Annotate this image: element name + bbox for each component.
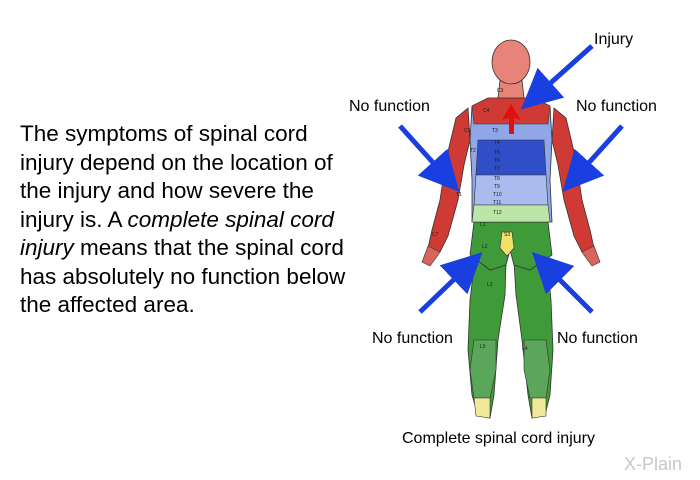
- arrow-upper-right: [562, 124, 624, 192]
- chest-band-dark: [475, 139, 547, 176]
- right-lower-leg: [523, 339, 551, 399]
- right-foot: [531, 397, 547, 419]
- dermatome-l5: L5: [480, 344, 486, 350]
- dermatome-t8: T8: [494, 176, 500, 182]
- xplain-watermark: X-Plain: [624, 454, 682, 474]
- right-hand: [581, 245, 601, 267]
- label-no-function-upper-left: No function: [349, 98, 430, 115]
- callout-labels: Injury No function No function No functi…: [349, 31, 657, 447]
- dermatome-c6: C6: [446, 182, 453, 188]
- dermatome-t6: T6: [494, 158, 500, 164]
- description-after: means that the spinal cord has absolutel…: [20, 235, 346, 317]
- arrow-lower-left: [418, 252, 483, 314]
- dermatome-t5: T5: [494, 150, 500, 156]
- dermatome-t3: T3: [492, 128, 498, 134]
- left-foot: [473, 397, 491, 419]
- dermatome-c3: C3: [497, 88, 504, 94]
- dermatome-c5: C5: [464, 128, 471, 134]
- dermatome-t10: T10: [493, 192, 502, 198]
- figure-caption: Complete spinal cord injury: [402, 430, 595, 447]
- lower-abdomen-band: [471, 204, 551, 223]
- dermatome-c4: C4: [483, 108, 490, 114]
- dermatome-t11: T11: [493, 200, 501, 206]
- label-no-function-upper-right: No function: [576, 98, 657, 115]
- description-before: The symptoms of spinal cord injury depen…: [20, 121, 333, 232]
- dermatome-t9: T9: [494, 184, 500, 190]
- dermatome-t1: T1: [456, 192, 462, 198]
- dermatome-t2: T2: [470, 148, 476, 154]
- label-no-function-lower-right: No function: [557, 330, 638, 347]
- arrow-upper-left: [398, 124, 460, 192]
- left-hand: [421, 245, 441, 267]
- arrow-lower-right: [531, 251, 594, 314]
- dermatome-l1: L1: [480, 222, 486, 228]
- dermatome-l2: L2: [482, 244, 488, 250]
- dermatome-t4: T4: [494, 140, 500, 146]
- label-no-function-lower-left: No function: [372, 330, 453, 347]
- abdomen-band: [473, 174, 549, 206]
- injury-arrow: [521, 44, 594, 110]
- dermatome-s3: S3: [504, 232, 510, 238]
- injury-marker: [502, 104, 521, 134]
- dermatome-l4: L4: [522, 346, 528, 352]
- dermatome-c7: C7: [432, 232, 439, 238]
- head: [491, 39, 531, 85]
- dermatome-t7: T7: [494, 166, 500, 172]
- description-text: The symptoms of spinal cord injury depen…: [20, 120, 360, 320]
- arrows: [398, 44, 624, 314]
- description-emphasis: complete spinal cord injury: [20, 206, 334, 261]
- label-injury: Injury: [594, 31, 633, 48]
- dermatome-t12: T12: [493, 210, 502, 216]
- human-figure: [421, 39, 601, 419]
- dermatome-l3: L3: [487, 282, 493, 288]
- groin-region: [499, 231, 515, 257]
- right-arm: [551, 107, 595, 253]
